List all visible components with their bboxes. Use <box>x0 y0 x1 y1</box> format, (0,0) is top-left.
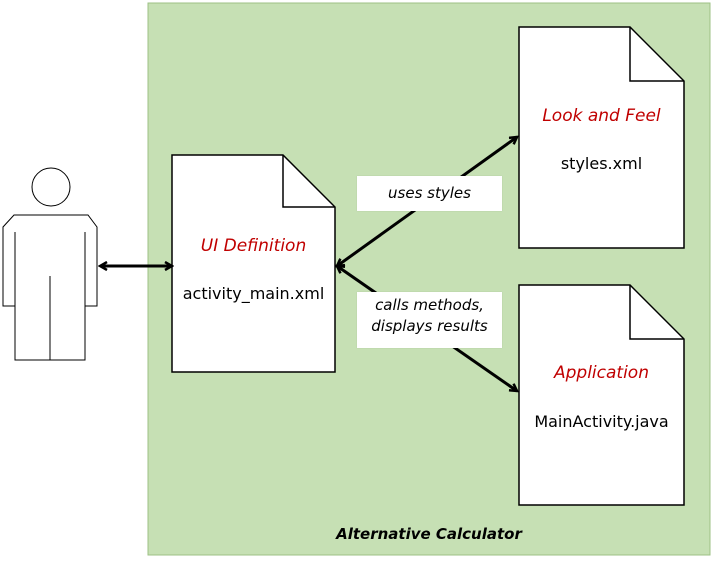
doc-application <box>518 284 685 506</box>
edge-label-calls-methods-line1: calls methods, <box>375 296 484 314</box>
container-label: Alternative Calculator <box>336 525 522 543</box>
doc-ui-definition <box>171 154 336 373</box>
doc-look-and-feel <box>518 26 685 249</box>
edge-label-calls-methods-line2: displays results <box>371 317 488 335</box>
application-file: MainActivity.java <box>534 412 669 431</box>
look-and-feel-file: styles.xml <box>560 154 643 173</box>
application-title: Application <box>554 363 649 383</box>
edge-label-calls-methods: calls methods, displays results <box>357 292 502 348</box>
ui-definition-file: activity_main.xml <box>182 284 325 303</box>
user-icon <box>2 167 98 361</box>
edge-label-uses-styles: uses styles <box>357 176 502 211</box>
edge-label-uses-styles-text: uses styles <box>388 184 471 202</box>
look-and-feel-title: Look and Feel <box>542 106 661 126</box>
ui-definition-title: UI Definition <box>200 236 307 256</box>
